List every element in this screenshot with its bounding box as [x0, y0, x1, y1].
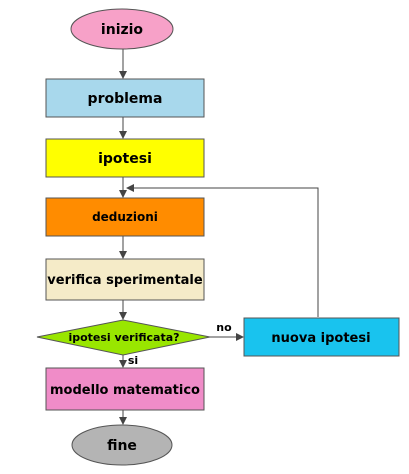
edge-nuova-ipotesi-loop	[126, 184, 319, 317]
nuova-ipotesi-label: nuova ipotesi	[271, 331, 370, 346]
verifica-box	[45, 258, 205, 301]
end-node	[71, 424, 173, 466]
modello-box	[45, 367, 205, 411]
connectors	[119, 48, 319, 425]
no-edge-label: no	[216, 321, 232, 334]
ipotesi-box	[45, 138, 205, 178]
ipotesi-label: ipotesi	[98, 151, 152, 167]
verifica-label: verifica sperimentale	[47, 273, 203, 288]
modello-label: modello matematico	[50, 383, 200, 398]
decision-diamond	[36, 319, 211, 356]
problema-label: problema	[88, 91, 163, 107]
decision-label: ipotesi verificata?	[68, 331, 179, 344]
yes-edge-label: si	[128, 354, 138, 367]
nuova-ipotesi-box	[243, 317, 400, 357]
problema-box	[45, 78, 205, 118]
deduzioni-label: deduzioni	[92, 210, 158, 224]
start-node	[70, 8, 174, 50]
deduzioni-box	[45, 197, 205, 237]
end-label: fine	[107, 438, 137, 454]
start-label: inizio	[101, 22, 144, 38]
